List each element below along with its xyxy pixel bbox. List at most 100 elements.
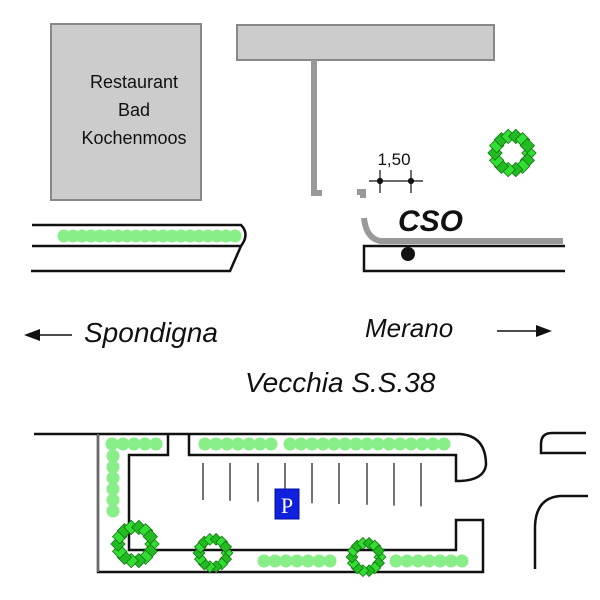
restaurant-name-line-3: Kochenmoos: [81, 128, 186, 148]
hedge-bush: [294, 437, 308, 451]
road-label: Vecchia S.S.38: [245, 367, 436, 398]
hedge-bush: [455, 554, 469, 568]
hedge-bush: [198, 437, 212, 451]
hedge-bush: [147, 229, 161, 243]
hedge-bush: [116, 437, 130, 451]
hedge-bush: [192, 229, 206, 243]
hedge-bush: [264, 437, 278, 451]
hedge-bush: [129, 229, 143, 243]
building-top: [236, 24, 495, 61]
hedge-bush: [268, 554, 282, 568]
bus-stop-label: CSO: [398, 205, 463, 238]
trees-parking: [110, 519, 387, 578]
hedge-bush: [360, 437, 374, 451]
hedge-bush: [301, 554, 315, 568]
hedge-bush: [415, 437, 429, 451]
parking-area: [34, 432, 488, 574]
tree-icon: [487, 128, 537, 178]
sidewalk-right: [362, 244, 565, 273]
hedge-bush: [389, 554, 403, 568]
hedge-bush: [138, 437, 152, 451]
tree-icon: [345, 536, 387, 578]
hedge-bush: [174, 229, 188, 243]
hedge-left: [57, 229, 242, 243]
hedge-bush: [253, 437, 267, 451]
left-arrow-icon: [24, 329, 40, 341]
hedge-bush: [231, 437, 245, 451]
hedge-bush: [219, 229, 233, 243]
hedge-bush: [312, 554, 326, 568]
curb-right: [533, 431, 588, 569]
hedge-bush: [106, 493, 120, 507]
parking-sign-label: P: [281, 493, 293, 518]
hedge-bush: [127, 437, 141, 451]
hedge-bush: [106, 504, 120, 518]
parking-sign-icon: [274, 488, 300, 520]
hedge-bush: [105, 437, 119, 451]
hedge-bush: [393, 437, 407, 451]
hedge-bush: [57, 229, 71, 243]
parking-sign[interactable]: P: [274, 488, 300, 520]
sidewalk-left: [31, 223, 247, 273]
hedge-bush: [201, 229, 215, 243]
hedge-bush: [111, 229, 125, 243]
hedge-bush: [149, 437, 163, 451]
hedge-bush: [106, 460, 120, 474]
footpath: [311, 60, 563, 244]
dimension-marker: [369, 170, 423, 193]
parking-stalls: [202, 463, 422, 507]
right-arrow-icon: [536, 325, 552, 337]
hedge-bush: [93, 229, 107, 243]
direction-west: Spondigna: [24, 317, 218, 348]
hedge-bush: [338, 437, 352, 451]
hedge-bush: [327, 437, 341, 451]
hedge-bush: [349, 437, 363, 451]
hedge-bush: [422, 554, 436, 568]
hedge-bush: [165, 229, 179, 243]
direction-east: Merano: [365, 313, 552, 343]
hedge-bush: [106, 482, 120, 496]
hedge-bush: [400, 554, 414, 568]
hedge-bush: [316, 437, 330, 451]
tree-icon: [487, 128, 537, 178]
hedges-parking: [105, 437, 469, 568]
hedge-bush: [283, 437, 297, 451]
dimension-label: 1,50: [377, 150, 410, 169]
hedge-bush: [75, 229, 89, 243]
hedge-bush: [290, 554, 304, 568]
hedge-bush: [183, 229, 197, 243]
hedge-bush: [257, 554, 271, 568]
hedge-bush: [371, 437, 385, 451]
hedge-bush: [279, 554, 293, 568]
hedge-bush: [84, 229, 98, 243]
hedge-bush: [404, 437, 418, 451]
tree-icon: [110, 519, 160, 569]
hedge-bush: [382, 437, 396, 451]
hedge-bush: [433, 554, 447, 568]
hedge-bush: [426, 437, 440, 451]
hedge-bush: [242, 437, 256, 451]
hedge-bush: [220, 437, 234, 451]
direction-west-label: Spondigna: [84, 317, 218, 348]
hedge-bush: [209, 437, 223, 451]
hedge-bush: [120, 229, 134, 243]
restaurant-name-line-1: Restaurant: [90, 72, 178, 92]
hedge-bush: [156, 229, 170, 243]
hedge-bush: [444, 554, 458, 568]
hedge-bush: [102, 229, 116, 243]
restaurant-building[interactable]: Restaurant Bad Kochenmoos: [50, 23, 202, 201]
direction-east-label: Merano: [365, 313, 453, 343]
hedge-bush: [210, 229, 224, 243]
hedge-bush: [138, 229, 152, 243]
bus-stop-marker[interactable]: [401, 247, 415, 261]
restaurant-name-line-2: Bad: [118, 100, 150, 120]
tree-icon: [192, 532, 234, 574]
hedge-bush: [411, 554, 425, 568]
hedge-bush: [437, 437, 451, 451]
hedge-bush: [106, 471, 120, 485]
hedge-bush: [106, 449, 120, 463]
hedge-bush: [66, 229, 80, 243]
hedge-bush: [305, 437, 319, 451]
hedge-bush: [323, 554, 337, 568]
